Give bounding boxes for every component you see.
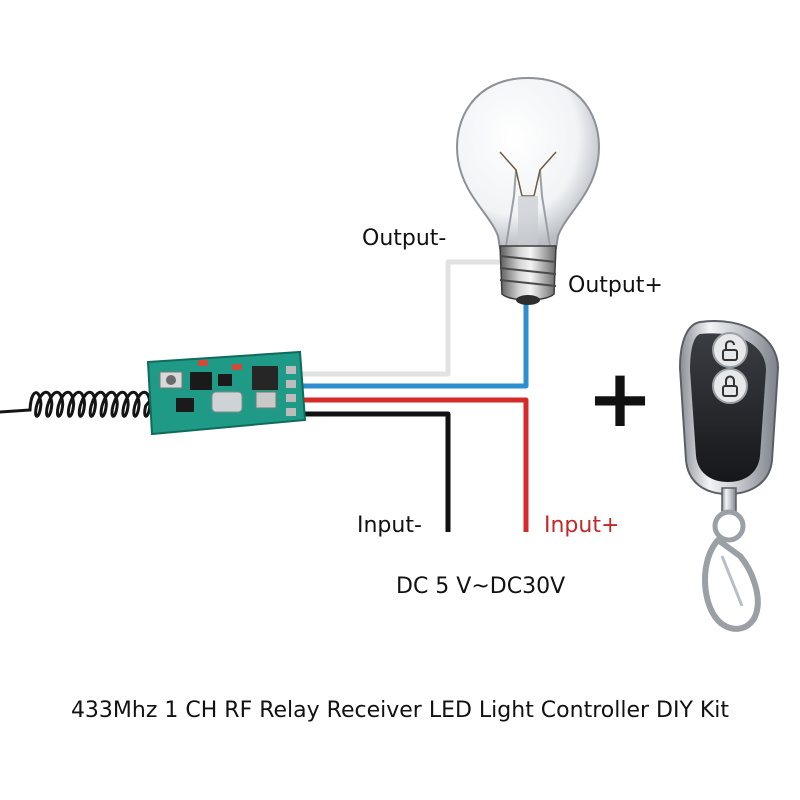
wire-output-plus-blue <box>298 300 529 389</box>
label-output-plus: Output+ <box>568 273 663 298</box>
label-input-plus: Input+ <box>544 513 620 538</box>
antenna-coil <box>0 390 154 418</box>
wires <box>298 259 529 532</box>
keychain-clip <box>702 537 761 632</box>
wire-input-minus-black <box>298 411 451 532</box>
label-output-minus: Output- <box>362 226 447 251</box>
remote-control-icon <box>678 320 780 632</box>
light-bulb-icon <box>456 76 600 305</box>
label-voltage-range: DC 5 V~DC30V <box>396 574 566 599</box>
lock-icon <box>722 375 738 397</box>
plus-sign: + <box>586 352 653 445</box>
wire-input-plus-red <box>298 397 529 532</box>
unlock-icon <box>722 340 738 361</box>
relay-receiver-pcb <box>146 350 307 436</box>
wire-output-minus-white <box>298 259 500 377</box>
caption: 433Mhz 1 CH RF Relay Receiver LED Light … <box>70 698 730 723</box>
label-input-minus: Input- <box>357 513 422 538</box>
